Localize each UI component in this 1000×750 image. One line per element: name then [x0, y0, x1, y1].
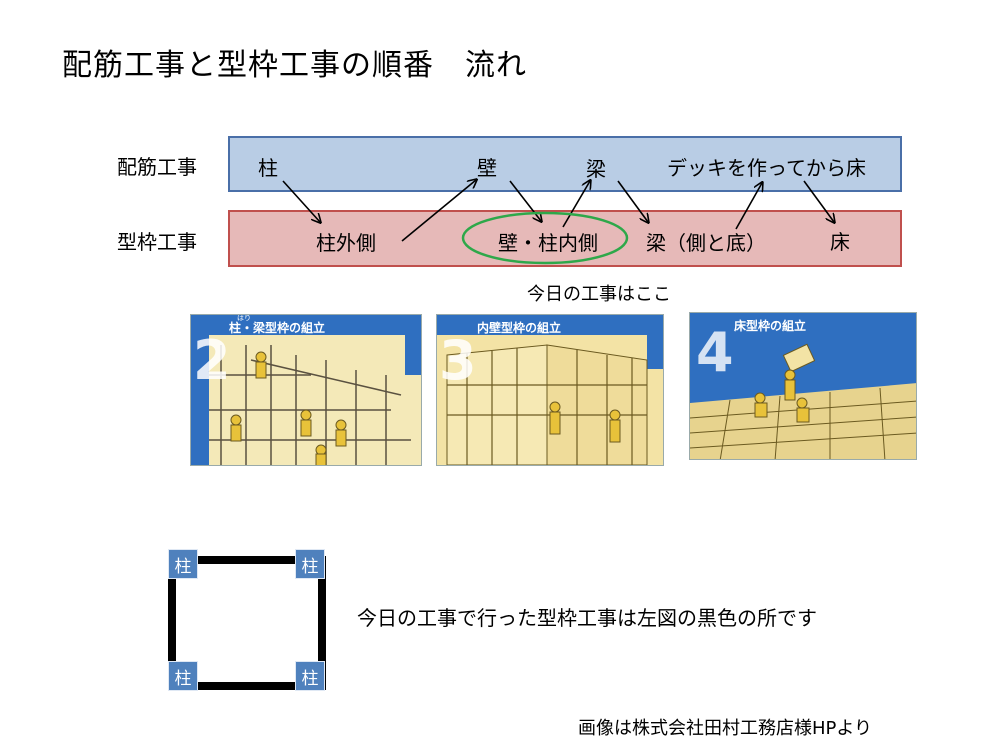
- today-highlight-ellipse: [461, 211, 629, 265]
- formwork-outline: [168, 556, 326, 690]
- plan-description: 今日の工事で行った型枠工事は左図の黒色の所です: [357, 606, 817, 630]
- arrow-column-outer-to-wall: [401, 180, 476, 242]
- rebar-node-wall: 壁: [477, 156, 497, 180]
- column-badge-top-left: 柱: [168, 549, 198, 579]
- formwork-node-column-outer: 柱外側: [316, 231, 376, 255]
- arrow-column-to-column-outer: [282, 180, 320, 222]
- photo-caption-4: 床型枠の組立: [734, 319, 807, 333]
- column-badge-bottom-left: 柱: [168, 661, 198, 691]
- arrow-beam-to-beam-side: [617, 180, 648, 222]
- photo-caption-ruby: はり: [237, 314, 251, 322]
- photo-number-3: 3: [439, 329, 477, 392]
- column-badge-top-right: 柱: [295, 549, 325, 579]
- rebar-node-deck-floor: デッキを作ってから床: [667, 156, 866, 180]
- photo-column-beam-formwork: 2 はり 柱・梁型枠の組立: [190, 314, 422, 466]
- formwork-timeline-bar: [228, 210, 902, 267]
- rebar-row-label: 配筋工事: [117, 155, 197, 179]
- photo-number-4: 4: [696, 321, 734, 384]
- photo-caption-3: 内壁型枠の組立: [477, 321, 562, 335]
- arrow-inner-to-beam: [562, 181, 590, 228]
- photo-floor-formwork: 4 床型枠の組立: [689, 312, 917, 460]
- arrow-beam-side-to-deck: [735, 183, 762, 230]
- today-caption: 今日の工事はここ: [527, 284, 671, 305]
- photo-caption-2: 柱・梁型枠の組立: [229, 321, 326, 335]
- photo-inner-wall-formwork: 3 内壁型枠の組立: [436, 314, 664, 466]
- formwork-node-floor: 床: [830, 230, 850, 254]
- formwork-node-wall-column-inner: 壁・柱内側: [498, 231, 598, 255]
- formwork-node-beam-side-bottom: 梁（側と底）: [646, 231, 766, 255]
- rebar-timeline-bar: [228, 136, 902, 192]
- photo-number-2: 2: [193, 329, 231, 392]
- column-badge-bottom-right: 柱: [295, 661, 325, 691]
- image-credit: 画像は株式会社田村工務店様HPより: [578, 718, 873, 739]
- arrow-deck-to-floor: [803, 180, 834, 222]
- rebar-node-column: 柱: [258, 156, 278, 180]
- page-title: 配筋工事と型枠工事の順番 流れ: [62, 48, 527, 83]
- formwork-row-label: 型枠工事: [117, 230, 197, 254]
- rebar-node-beam: 梁: [586, 157, 606, 181]
